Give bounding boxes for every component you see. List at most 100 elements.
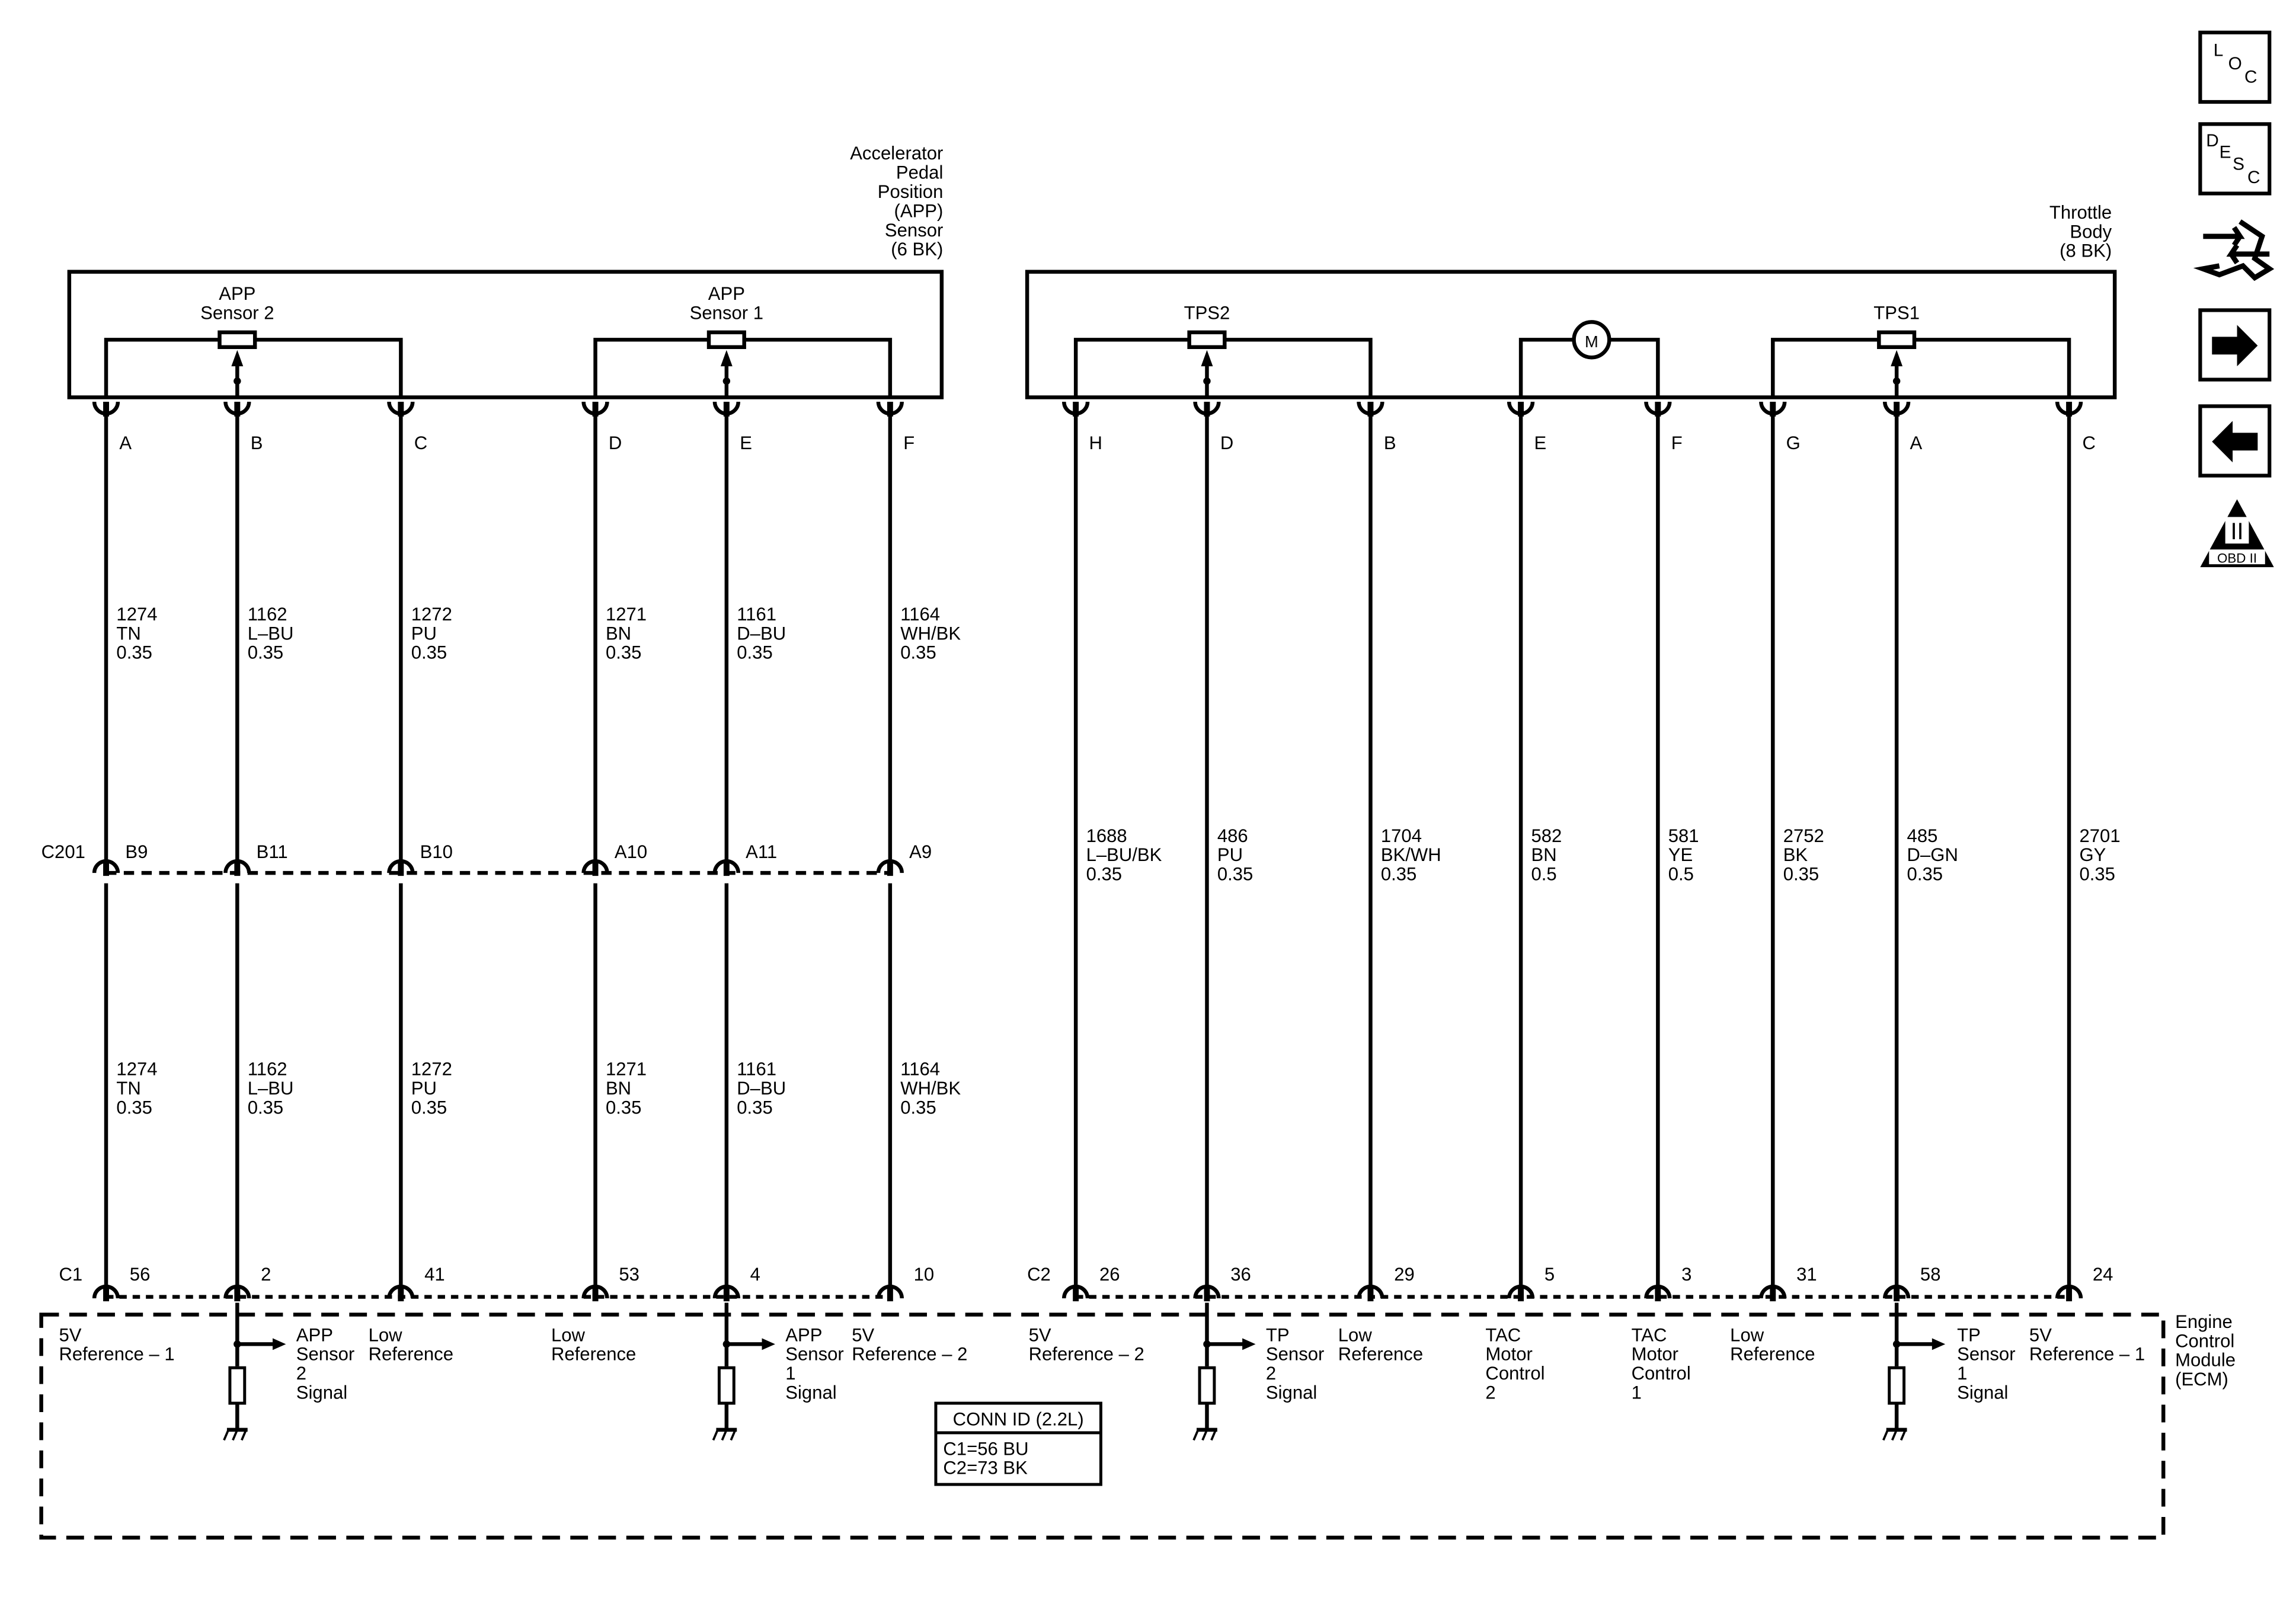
- app-circuit-a-wire-id-lower: 0.35: [116, 1097, 152, 1118]
- tb-circuit-e-ecm-pin: 5: [1544, 1264, 1555, 1285]
- tb-circuit-h-wire-id: 1688: [1086, 825, 1127, 846]
- ecm-tb-c-label: Reference – 1: [2029, 1344, 2145, 1365]
- loc-icon: L: [2214, 41, 2224, 60]
- ecm-tb-d-label: Signal: [1266, 1382, 1317, 1403]
- tb-circuit-b-pin-label: B: [1384, 433, 1396, 453]
- app-circuit-b-wire-id-lower: 1162: [248, 1059, 287, 1080]
- app-circuit-c-wire-id-upper: PU: [411, 623, 437, 644]
- tb-circuit-e-pin-label: E: [1534, 433, 1546, 453]
- ecm-app-c-label: Low: [369, 1324, 403, 1345]
- app-circuit-f-wire-id-upper: 0.35: [900, 642, 936, 663]
- app-circuit-e-c201-terminal-pin: [723, 861, 730, 876]
- tb-circuit-b-ecm-terminal-pin: [1367, 1286, 1374, 1302]
- ecm-app-e-signal-input-ground-tick2: [721, 1429, 728, 1441]
- ecm-app-e-signal-input-ground-tick3: [730, 1429, 737, 1441]
- ecm-tb-e-label: Control: [1485, 1363, 1544, 1384]
- app-sensor-1-wiper-dot: [722, 377, 731, 385]
- ecm-tb-f-label: Motor: [1632, 1344, 1678, 1365]
- ecm-tb-a-label: Sensor: [1957, 1344, 2015, 1365]
- app-circuit-b-wire-id-lower: L–BU: [248, 1078, 294, 1099]
- ecm-app-c-label: Reference: [369, 1344, 453, 1365]
- ecm-tb-a-label: Signal: [1957, 1382, 2008, 1403]
- tb-circuit-c-tb-terminal-pin: [2066, 402, 2073, 417]
- app-circuit-a-ecm-pin: 56: [130, 1264, 151, 1285]
- obd2-mark-bg: [2225, 517, 2249, 544]
- tb-circuit-a-tb-terminal-pin: [1894, 402, 1900, 417]
- ecm-tb-d-label: TP: [1266, 1324, 1290, 1345]
- ecm-tb-a-signal-input-ground-tick3: [1900, 1429, 1907, 1441]
- tb-circuit-g-wire-id: 0.35: [1783, 864, 1819, 885]
- app-circuit-d-ecm-pin: 53: [619, 1264, 639, 1285]
- app-circuit-f-wire-id-lower: 1164: [900, 1059, 940, 1080]
- app-circuit-f-wire-id-upper: 1164: [900, 604, 940, 625]
- desc-frame[interactable]: [2198, 122, 2272, 196]
- desc-icon: E: [2220, 143, 2231, 162]
- tac-motor-symbol: [1572, 320, 1611, 360]
- ecm-tb-h-label: 5V: [1029, 1324, 1051, 1345]
- app-circuit-b-wire-id-lower: 0.35: [248, 1097, 283, 1118]
- app-circuit-d-wire-id-lower: BN: [606, 1078, 631, 1099]
- app-circuit-e-wire-id-lower: 1161: [737, 1059, 776, 1080]
- tb-circuit-h-ecm-pin: 26: [1099, 1264, 1120, 1285]
- app-circuit-d-ecm-terminal-pin: [592, 1286, 599, 1302]
- arrow-left-icon: [2212, 421, 2258, 463]
- obd2-mark: II: [2230, 518, 2243, 545]
- app-circuit-b-sensor-terminal-pin: [234, 402, 241, 417]
- conn-id-box: [934, 1401, 1102, 1486]
- ecm-title: Engine: [2175, 1311, 2233, 1332]
- ecm-tb-b-label: Reference: [1338, 1344, 1423, 1365]
- ecm-tb-e-label: Motor: [1485, 1344, 1532, 1365]
- tb-circuit-a-wire-id: D–GN: [1907, 844, 1958, 865]
- app-circuit-c-ecm-pin: 41: [424, 1264, 445, 1285]
- loc-frame[interactable]: [2198, 30, 2272, 104]
- tb-circuit-g-tb-terminal-pin: [1770, 402, 1776, 417]
- app-circuit-e-ecm-terminal-pin: [723, 1286, 730, 1302]
- tb-circuit-b-ecm-pin: 29: [1394, 1264, 1415, 1285]
- tb-circuit-f-tb-terminal-pin: [1655, 402, 1661, 417]
- app-circuit-a-wire-id-upper: 1274: [116, 604, 157, 625]
- app-circuit-e-wire-id-upper: D–BU: [737, 623, 786, 644]
- ecm-tb-b-label: Low: [1338, 1324, 1373, 1345]
- ecm-app-a-label: Reference – 1: [59, 1344, 174, 1365]
- tps1-label: TPS1: [1873, 302, 1920, 323]
- app-circuit-f-ecm-pin: 10: [914, 1264, 935, 1285]
- app-circuit-d-c201-terminal-pin: [592, 861, 599, 876]
- app-circuit-f-sensor-terminal-pin: [887, 402, 893, 417]
- tb-circuit-h-pin-label: H: [1089, 433, 1102, 453]
- app-circuit-e-sensor-terminal-pin: [723, 402, 730, 417]
- tb-circuit-b-wire-id: BK/WH: [1381, 844, 1441, 865]
- app-circuit-f-pin-label: F: [903, 433, 914, 453]
- tb-circuit-f-ecm-pin: 3: [1681, 1264, 1691, 1285]
- ecm-app-b-signal-input-pulldown-resistor: [228, 1366, 247, 1405]
- tb-circuit-a-wire-id: 0.35: [1907, 864, 1943, 885]
- ecm-app-b-signal-input-ground-tick3: [241, 1429, 247, 1441]
- ecm-tb-f-label: 1: [1632, 1382, 1642, 1403]
- loc-button[interactable]: LOC: [2198, 30, 2272, 104]
- next-button[interactable]: [2198, 308, 2272, 382]
- tb-circuit-d-pin-label: D: [1220, 433, 1233, 453]
- app-sensor-title: (APP): [894, 200, 944, 221]
- tb-circuit-c-wire-id: 0.35: [2079, 864, 2115, 885]
- app-circuit-f-c201-pin: A9: [909, 841, 932, 862]
- previous-button[interactable]: [2198, 404, 2272, 478]
- tb-circuit-b-wire-id: 1704: [1381, 825, 1422, 846]
- ecm-app-b-label: Signal: [296, 1382, 347, 1403]
- app-circuit-a-pin-label: A: [119, 433, 132, 453]
- tb-circuit-d-ecm-pin: 36: [1230, 1264, 1251, 1285]
- connector-end-view-button[interactable]: [2193, 219, 2275, 281]
- tb-circuit-a-wire-id: 485: [1907, 825, 1938, 846]
- tb-circuit-c-wire-id: GY: [2079, 844, 2106, 865]
- ecm-tb-a-signal-input-ground-tick2: [1891, 1429, 1898, 1441]
- ecm-tb-c-label: 5V: [2029, 1324, 2052, 1345]
- app-circuit-e-wire-id-lower: D–BU: [737, 1078, 786, 1099]
- app-circuit-c-wire-id-upper: 1272: [411, 604, 452, 625]
- app-circuit-b-wire-id-upper: 0.35: [248, 642, 283, 663]
- app-circuit-b-c201-terminal-pin: [234, 861, 241, 876]
- tb-circuit-h-wire-id: L–BU/BK: [1086, 844, 1162, 865]
- tps1-wiper-dot: [1892, 377, 1901, 385]
- app-circuit-e-pin-label: E: [740, 433, 752, 453]
- app-sensor-2-wiper-arrow: [231, 350, 244, 367]
- ecm-tb-g-label: Reference: [1730, 1344, 1815, 1365]
